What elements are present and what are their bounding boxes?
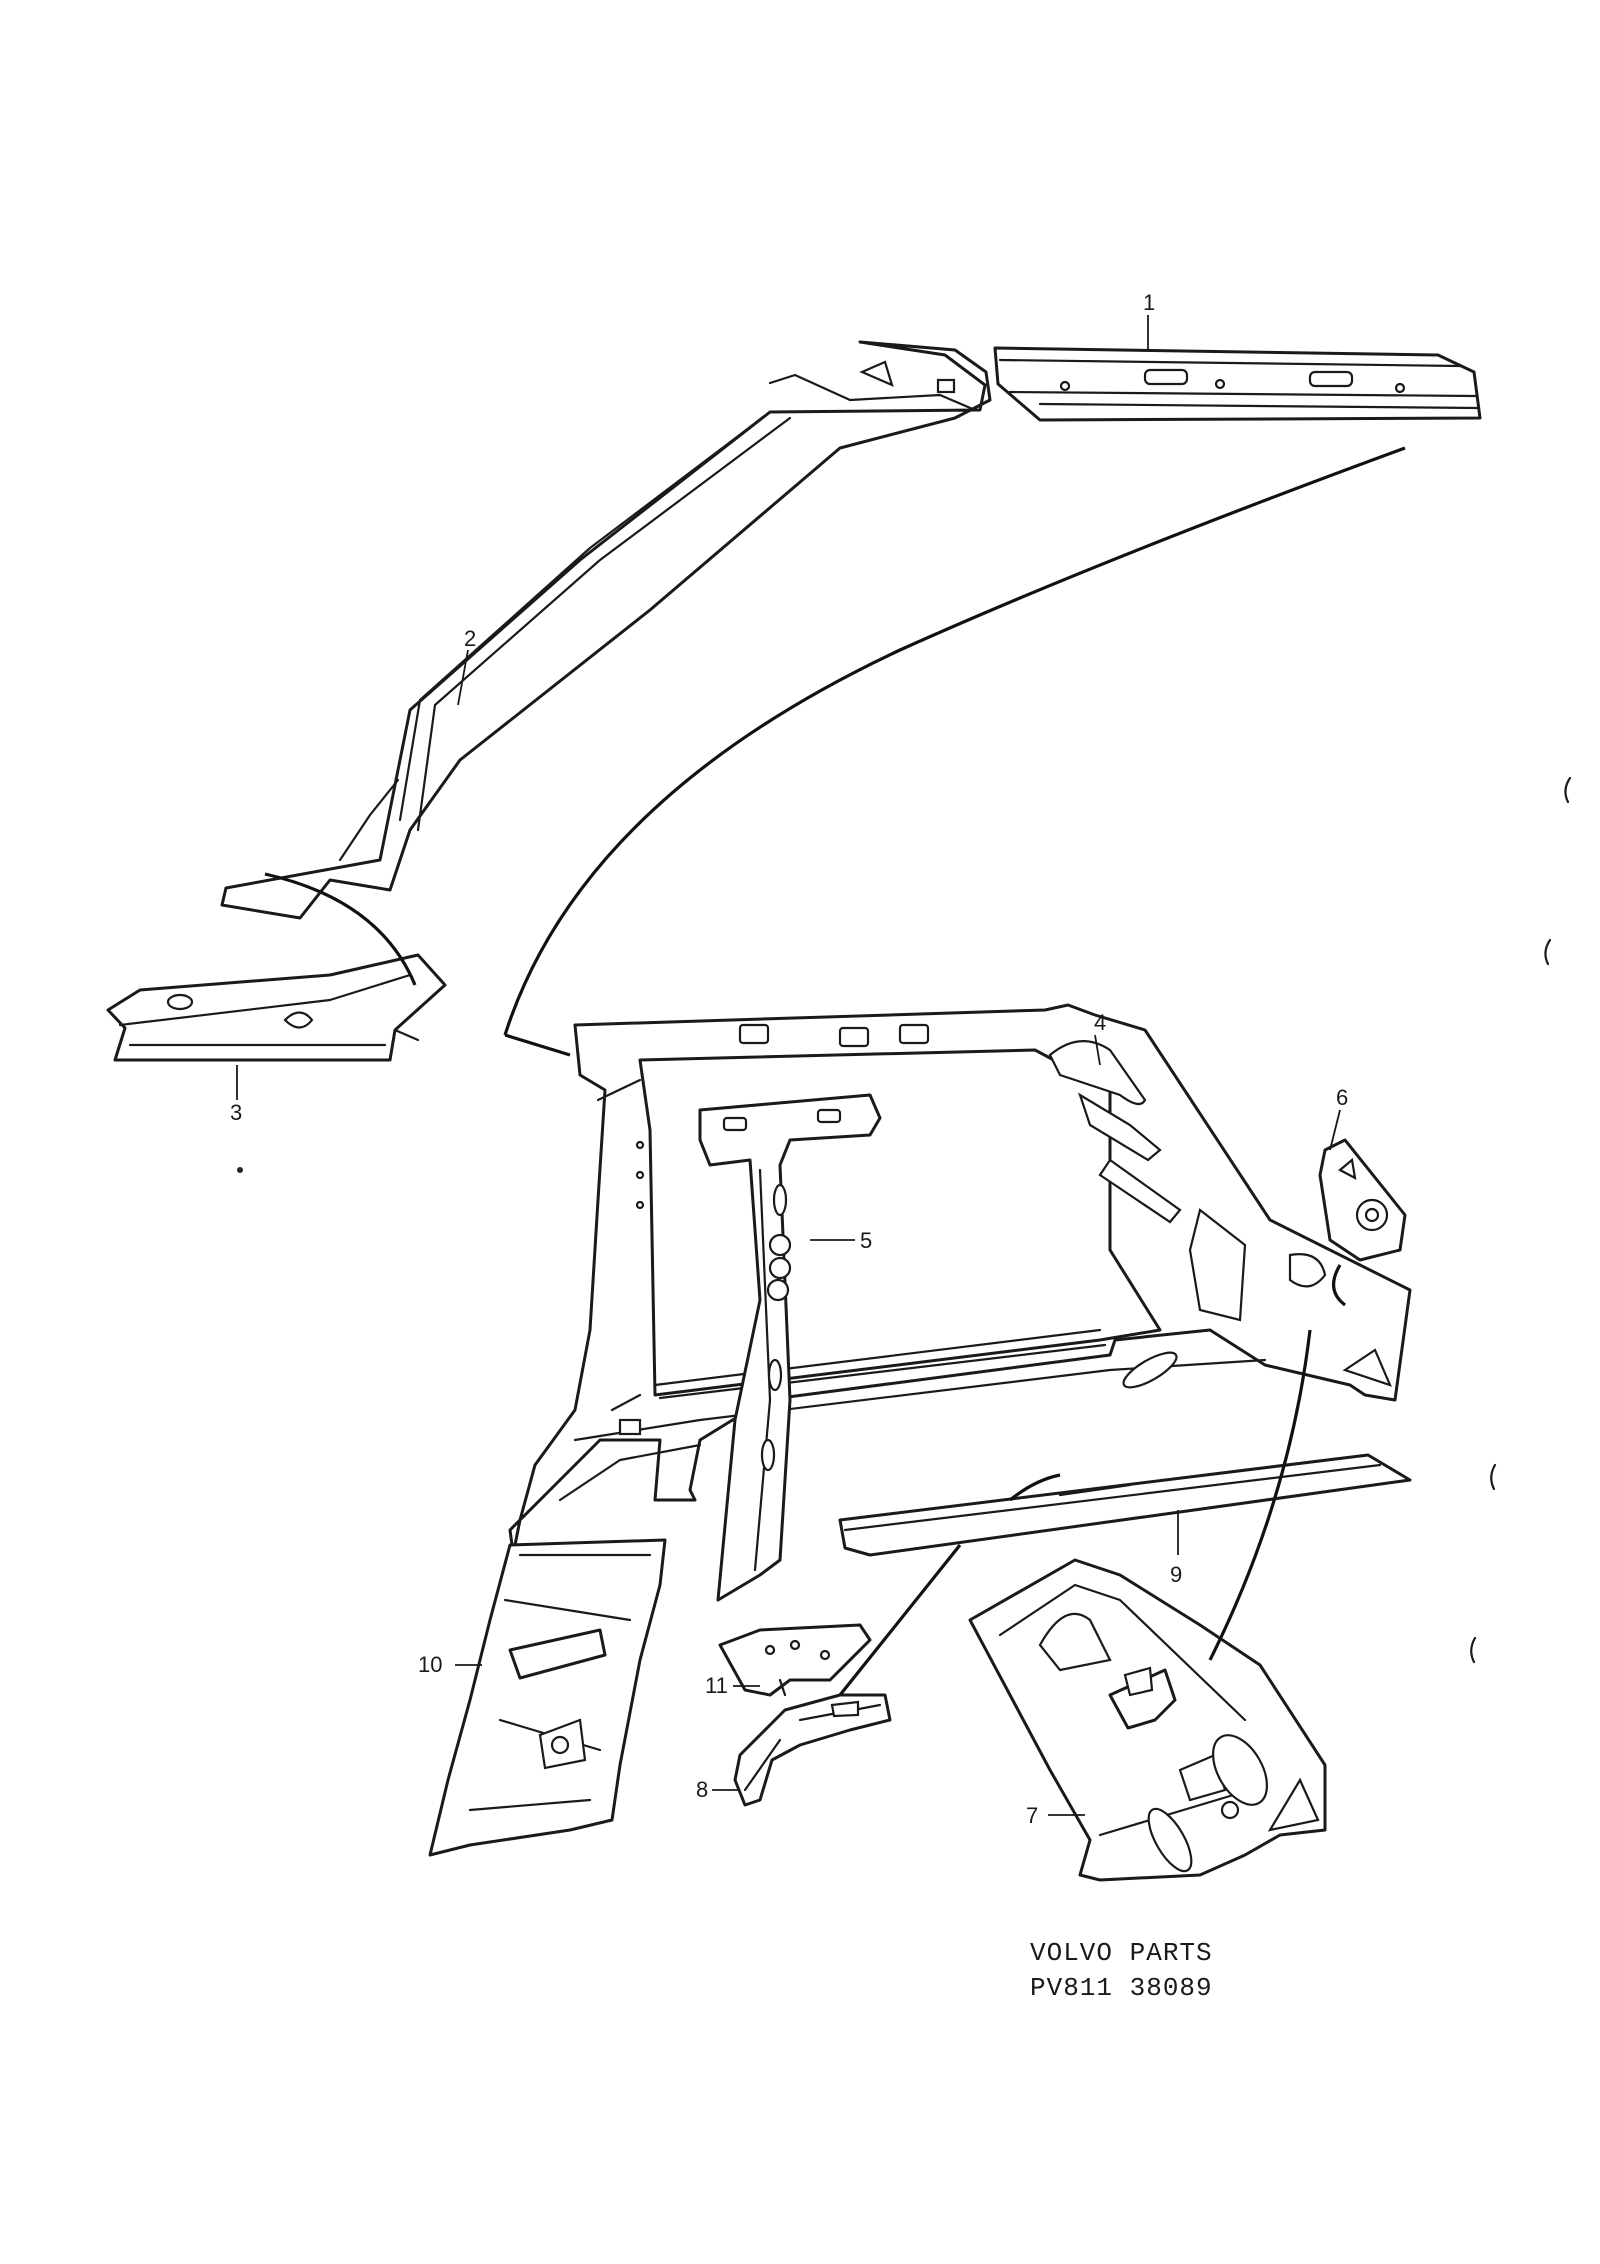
callout-labels: 1 2 3 4 5 6 7 8 9 10 11	[230, 290, 1348, 1828]
arrow-to-sill	[1009, 1473, 1061, 1502]
part-7-rear-panel	[968, 1558, 1327, 1882]
part-9-sill-rail	[838, 1453, 1412, 1557]
caption-line-1: VOLVO PARTS	[1030, 1938, 1213, 1968]
scan-marks	[237, 776, 1572, 1664]
part-6-gusset	[1318, 1138, 1407, 1262]
callout-10: 10	[418, 1652, 442, 1677]
part-5-b-pillar	[698, 1093, 882, 1602]
leader-lines	[236, 315, 1341, 1816]
callout-11: 11	[705, 1673, 728, 1698]
caption-line-2: PV811 38089	[1030, 1973, 1213, 2003]
callout-6: 6	[1336, 1085, 1348, 1110]
assembly-arrows	[264, 446, 1406, 1696]
caption: VOLVO PARTS PV811 38089	[1030, 1938, 1213, 2003]
callout-1: 1	[1143, 290, 1155, 315]
callout-2: 2	[464, 626, 476, 651]
part-8-bracket	[733, 1693, 892, 1807]
part-2-a-pillar	[220, 340, 992, 920]
part-3-bracket	[106, 953, 447, 1062]
arrow-part2-to-part3	[264, 872, 417, 986]
arrow-part1-to-frame	[503, 446, 1406, 1036]
part-1-roof-rail	[993, 346, 1482, 422]
callout-9: 9	[1170, 1562, 1182, 1587]
part-10-pillar-panel	[428, 1538, 667, 1857]
arrow-part6-to-frame	[1332, 1264, 1347, 1307]
callout-7: 7	[1026, 1803, 1038, 1828]
part-11-gusset	[718, 1623, 872, 1697]
callout-3: 3	[230, 1100, 242, 1125]
callout-4: 4	[1094, 1010, 1106, 1035]
callout-8: 8	[696, 1777, 708, 1802]
callout-5: 5	[860, 1228, 872, 1253]
arrow-part8-to-sill	[838, 1544, 962, 1696]
arrow-part7-to-frame	[1208, 1329, 1312, 1661]
arrow-part1-to-frame-lower	[504, 1033, 571, 1057]
